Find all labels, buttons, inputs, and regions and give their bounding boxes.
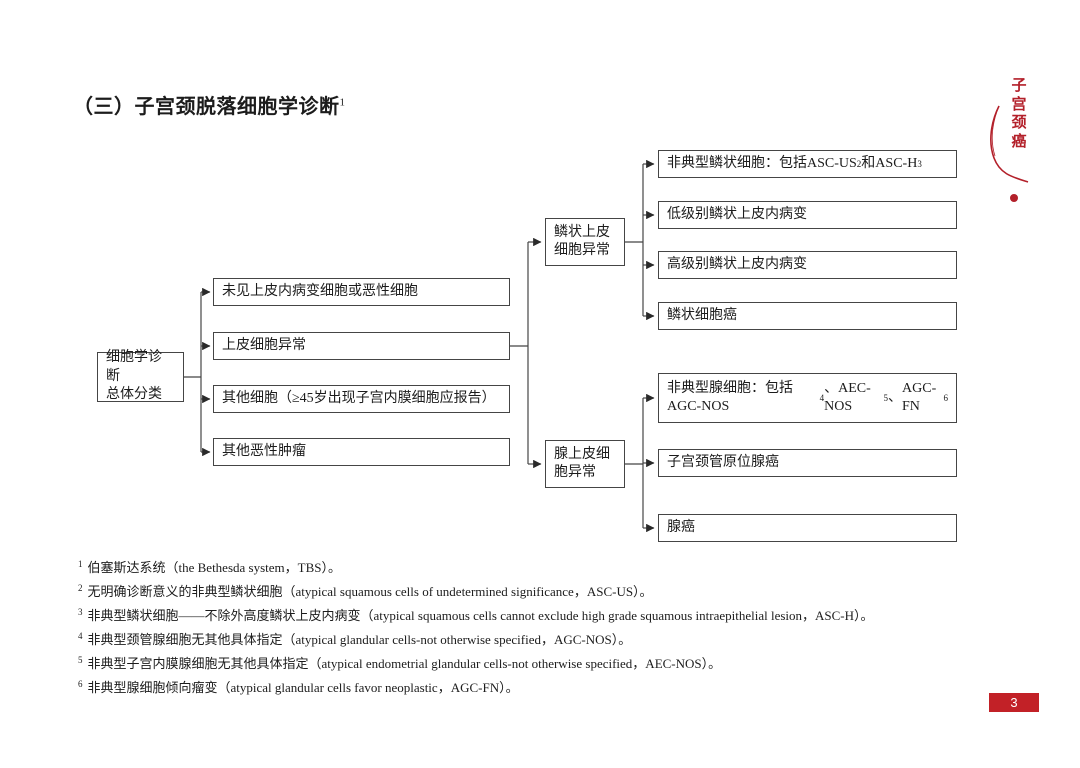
footnote-number: 5 [78,654,83,665]
footnote-text: 非典型腺细胞倾向瘤变（atypical glandular cells favo… [87,680,519,695]
node-other-malignant: 其他恶性肿瘤 [213,438,510,466]
footnote-number: 3 [78,606,83,617]
page-number-badge: 3 [989,693,1039,712]
footnote-1: 1 伯塞斯达系统（the Bethesda system，TBS）。 [78,557,341,576]
footnote-2: 2 无明确诊断意义的非典型鳞状细胞（atypical squamous cells… [78,581,653,600]
node-nilm: 未见上皮内病变细胞或恶性细胞 [213,278,510,306]
chapter-char: 宫 [1011,96,1027,113]
node-adenocarcinoma: 腺癌 [658,514,957,542]
footnote-number: 1 [78,558,83,569]
footnote-text: 无明确诊断意义的非典型鳞状细胞（atypical squamous cells … [87,584,653,599]
chapter-char: 癌 [1011,133,1027,150]
footnote-text: 伯塞斯达系统（the Bethesda system，TBS）。 [87,560,342,575]
decorative-curve [990,105,1029,202]
footnote-text: 非典型鳞状细胞——不除外高度鳞状上皮内病变（atypical squamous … [87,608,874,623]
footnote-number: 6 [78,678,83,689]
footnote-text: 非典型子宫内膜腺细胞无其他具体指定（atypical endometrial g… [87,656,722,671]
node-squamous-abnormal: 鳞状上皮 细胞异常 [545,218,625,266]
chapter-char: 颈 [1011,115,1027,131]
footnote-4: 4 非典型颈管腺细胞无其他具体指定（atypical glandular cell… [78,629,631,648]
footnote-number: 2 [78,582,83,593]
node-lsil: 低级别鳞状上皮内病变 [658,201,957,229]
node-endocervical-ais: 子宫颈管原位腺癌 [658,449,957,477]
node-hsil: 高级别鳞状上皮内病变 [658,251,957,279]
footnote-5: 5 非典型子宫内膜腺细胞无其他具体指定（atypical endometrial … [78,653,721,672]
node-epithelial-abnormal: 上皮细胞异常 [213,332,510,360]
node-squamous-carcinoma: 鳞状细胞癌 [658,302,957,330]
node-other-cells: 其他细胞（≥45岁出现子宫内膜细胞应报告） [213,385,510,413]
footnote-3: 3 非典型鳞状细胞——不除外高度鳞状上皮内病变（atypical squamous… [78,605,874,624]
node-cytology-root: 细胞学诊断 总体分类 [97,350,184,402]
chapter-marker: 子 宫 颈 癌 [1009,77,1029,151]
footnote-text: 非典型颈管腺细胞无其他具体指定（atypical glandular cells… [87,632,632,647]
node-glandular-abnormal: 腺上皮细 胞异常 [545,440,625,488]
decorative-dot [1010,194,1018,202]
chapter-char: 子 [1011,78,1027,94]
page-title: （三）子宫颈脱落细胞学诊断1 [73,96,346,118]
footnote-number: 4 [78,630,83,641]
footnote-6: 6 非典型腺细胞倾向瘤变（atypical glandular cells fav… [78,677,519,696]
